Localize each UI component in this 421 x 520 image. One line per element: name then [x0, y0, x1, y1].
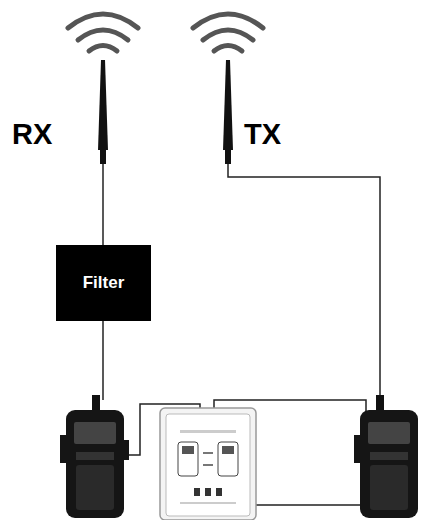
tx-antenna: [223, 60, 233, 150]
rx-antenna-base: [100, 150, 106, 164]
left-radio: [60, 395, 129, 518]
repeater-controller: [160, 408, 256, 520]
antenna-label: TX: [244, 120, 281, 149]
right-radio: [354, 395, 418, 518]
radio-waves: [68, 14, 263, 51]
rx-antenna: [98, 60, 108, 150]
tx-antenna-base: [225, 150, 231, 164]
node-label: Filter: [83, 273, 125, 293]
filter-box: Filter: [56, 245, 151, 321]
antenna-label: RX: [12, 120, 52, 149]
